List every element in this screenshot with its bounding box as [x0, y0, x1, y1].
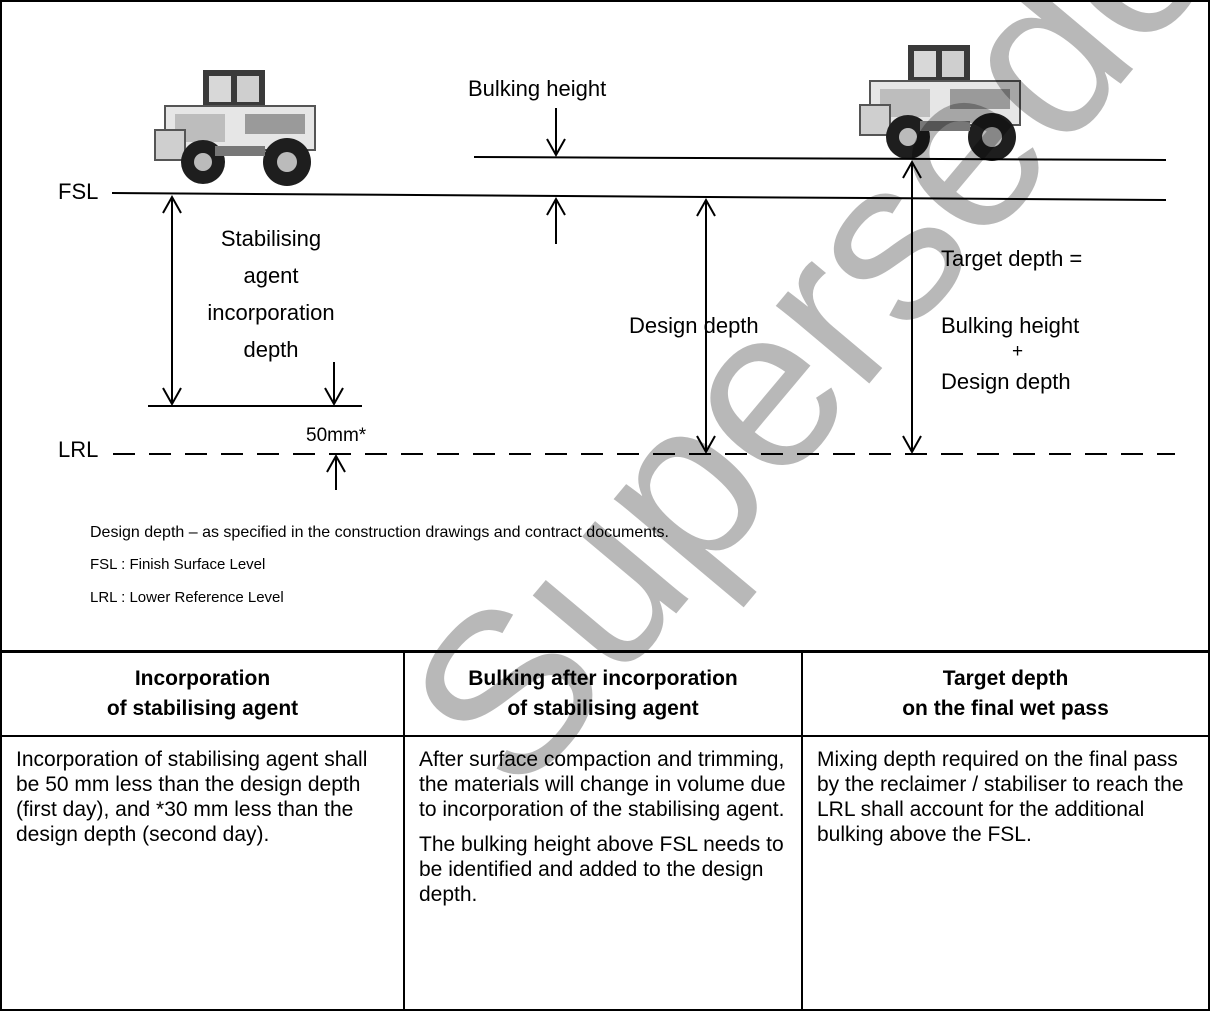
fsl-line	[111, 192, 1167, 201]
incorporation-label-line: Stabilising	[220, 226, 322, 251]
reclaimer-stabiliser-icon	[154, 69, 316, 187]
note-fsl: FSL : Finish Surface Level	[90, 556, 266, 573]
note-lrl: LRL : Lower Reference Level	[90, 589, 284, 606]
cell-text: Mixing depth required on the final pass …	[817, 748, 1184, 846]
offset-up-arrow	[326, 453, 346, 490]
bulking-line	[473, 156, 1167, 161]
target-depth-line3: Design depth	[941, 369, 1071, 394]
header-line: of stabilising agent	[507, 697, 699, 720]
cell-text: After surface compaction and trimming, t…	[419, 748, 786, 821]
header-target-depth: Target depth on the final wet pass	[801, 651, 1210, 737]
lrl-label: LRL	[58, 437, 99, 462]
cell-target-depth: Mixing depth required on the final pass …	[801, 735, 1210, 1011]
cell-text: Incorporation of stabilising agent shall…	[16, 748, 368, 846]
table-header-row: Incorporation of stabilising agent Bulki…	[0, 651, 1210, 737]
header-line: Bulking after incorporation	[468, 667, 738, 690]
header-bulking: Bulking after incorporation of stabilisi…	[403, 651, 803, 737]
cell-text: The bulking height above FSL needs to be…	[419, 833, 784, 906]
reclaimer-stabiliser-icon	[859, 44, 1021, 162]
header-incorporation: Incorporation of stabilising agent	[0, 651, 405, 737]
target-depth-arrow	[902, 159, 922, 455]
stabilising-info-table: Incorporation of stabilising agent Bulki…	[0, 651, 1210, 1011]
incorporation-label-line: depth	[243, 337, 299, 362]
incorporation-label-line: agent	[243, 263, 299, 288]
offset-label: 50mm*	[306, 425, 367, 446]
design-depth-label: Design depth	[629, 313, 759, 338]
target-depth-plus: +	[1012, 341, 1024, 362]
header-line: Incorporation	[134, 667, 271, 690]
cell-incorporation: Incorporation of stabilising agent shall…	[0, 735, 405, 1011]
table-row: Incorporation of stabilising agent shall…	[0, 735, 1210, 1011]
note-design-depth: Design depth – as specified in the const…	[90, 524, 669, 541]
bulking-height-label: Bulking height	[468, 76, 607, 101]
header-line: on the final wet pass	[902, 697, 1109, 720]
design-depth-arrow	[696, 197, 716, 455]
target-depth-line2: Bulking height	[941, 313, 1080, 338]
header-line: of stabilising agent	[106, 697, 299, 720]
incorporation-label-line: incorporation	[207, 300, 335, 325]
target-depth-line1: Target depth =	[941, 246, 1083, 271]
cell-bulking: After surface compaction and trimming, t…	[403, 735, 803, 1011]
bulking-up-arrow	[546, 196, 566, 244]
header-line: Target depth	[942, 667, 1069, 690]
incorporation-depth-label: Stabilising agent incorporation depth	[186, 220, 356, 368]
bulking-down-arrow	[546, 108, 566, 158]
incorporation-down-arrow	[324, 362, 344, 407]
fsl-label: FSL	[58, 179, 99, 204]
incorporation-depth-arrow	[162, 194, 182, 407]
